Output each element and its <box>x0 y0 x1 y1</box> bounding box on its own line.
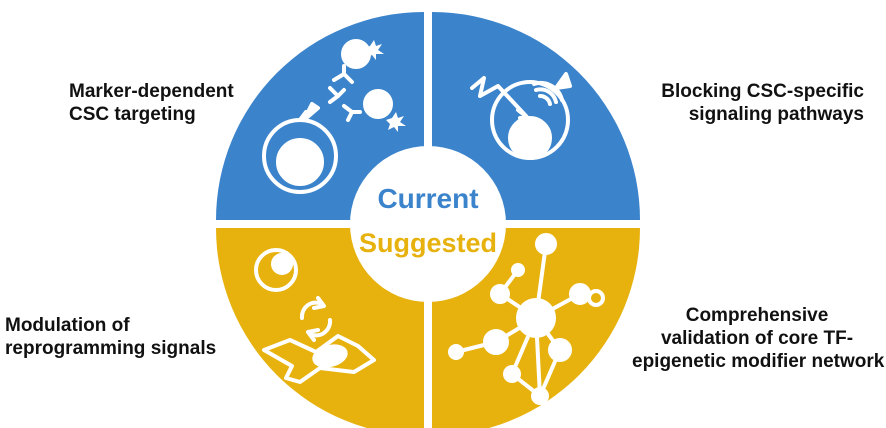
label-line: Blocking CSC-specific <box>661 81 864 102</box>
label-line: CSC targeting <box>69 104 196 125</box>
center-suggested-label: Suggested <box>359 228 497 258</box>
center-current-label: Current <box>377 183 478 214</box>
label-line: Comprehensive <box>685 305 829 326</box>
center-circle <box>350 146 506 302</box>
antibody-cell-targeting-icon <box>262 39 406 194</box>
label-comprehensive-validation: Comprehensive validation of core TF- epi… <box>632 304 885 373</box>
label-marker-dependent: Marker-dependent CSC targeting <box>69 80 234 126</box>
label-line: validation of core TF- <box>660 328 854 349</box>
label-line: Marker-dependent <box>69 81 234 102</box>
label-blocking-signaling: Blocking CSC-specific signaling pathways <box>661 80 864 126</box>
label-line: signaling pathways <box>688 104 864 125</box>
label-line: Modulation of <box>5 315 130 336</box>
signal-blocking-cell-icon <box>470 72 572 160</box>
cell-reprogramming-cycle-icon <box>254 248 376 384</box>
network-nodes-icon <box>448 233 605 405</box>
label-modulation-reprogramming: Modulation of reprogramming signals <box>5 314 216 360</box>
label-line: epigenetic modifier network <box>632 351 885 372</box>
label-line: reprogramming signals <box>5 338 217 359</box>
quadrant-current-right <box>432 12 640 220</box>
